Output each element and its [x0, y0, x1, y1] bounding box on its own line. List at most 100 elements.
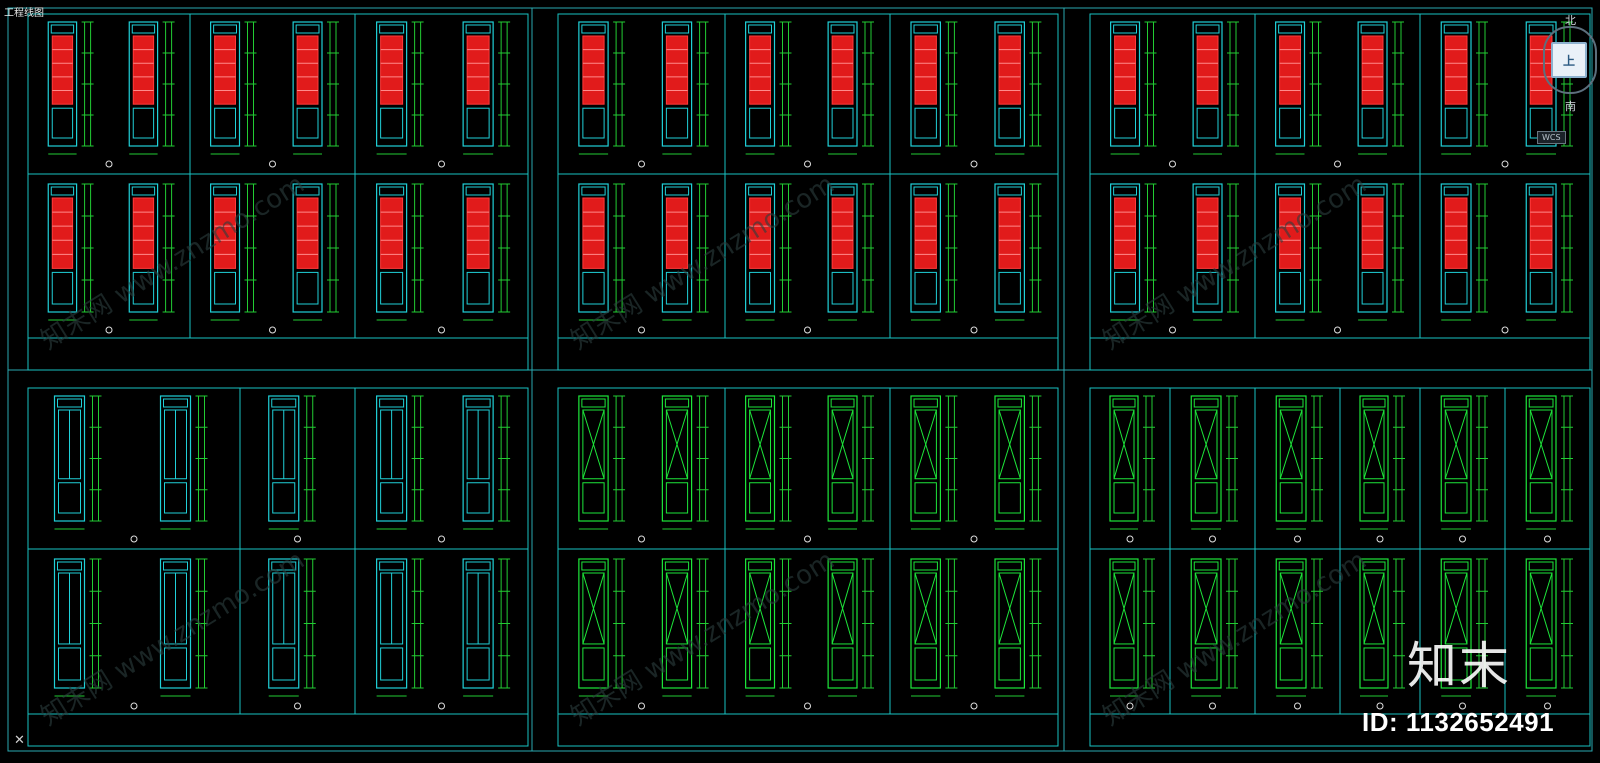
drawing-tab-label[interactable]: 工程线图	[4, 8, 44, 19]
door-top-rail	[1113, 186, 1137, 196]
door-bottom-panel	[272, 482, 296, 514]
lattice-panel-green	[1113, 409, 1135, 480]
lattice-panel-green	[914, 572, 937, 645]
door-bottom-panel	[58, 482, 81, 514]
lattice-diagonal	[749, 409, 771, 479]
door-bottom-panel	[380, 482, 404, 514]
door-bottom-panel	[1194, 647, 1218, 681]
viewcube-south-label[interactable]: 南	[1565, 100, 1576, 113]
door-bottom-panel	[380, 271, 404, 305]
door-top-rail	[213, 186, 237, 196]
door-bottom-panel	[914, 107, 937, 139]
door-top-rail	[1528, 561, 1554, 571]
section-callout-marker	[638, 326, 645, 334]
door-elevation-frame	[1110, 21, 1141, 147]
section-callout-marker	[804, 702, 811, 710]
door-elevation-frame	[376, 395, 408, 522]
viewcube-compass-ring[interactable]	[1543, 26, 1597, 94]
door-bottom-panel	[1114, 107, 1136, 139]
door-top-rail	[1528, 24, 1554, 34]
door-top-rail	[57, 561, 82, 571]
lattice-diagonal	[749, 572, 771, 645]
detail-panel-frame	[1089, 13, 1591, 371]
lattice-panel-red	[831, 35, 854, 105]
door-top-rail	[830, 186, 855, 196]
lattice-panel-red	[296, 35, 319, 105]
section-callout-marker	[638, 702, 645, 710]
lattice-panel-red	[51, 35, 74, 105]
door-top-rail	[1443, 561, 1469, 571]
door-elevation-frame	[1440, 395, 1472, 522]
detail-panel-frame	[27, 13, 529, 371]
door-elevation-frame	[827, 21, 858, 147]
door-bottom-panel	[132, 271, 155, 305]
door-bottom-panel	[380, 647, 404, 681]
section-callout-marker	[438, 535, 445, 543]
door-top-rail	[997, 398, 1022, 408]
door-bottom-panel	[1444, 647, 1468, 681]
door-elevation-frame	[210, 183, 241, 313]
lattice-panel-red	[214, 197, 236, 269]
lattice-panel-red	[1361, 197, 1384, 269]
door-bottom-panel	[51, 107, 74, 139]
section-callout-marker	[970, 160, 978, 168]
door-elevation-frame	[376, 183, 408, 313]
lattice-panel-green	[1363, 409, 1385, 480]
door-bottom-panel	[998, 482, 1021, 514]
lattice-panel-red	[296, 197, 319, 269]
door-bottom-panel	[1363, 482, 1385, 514]
detail-panel-frame	[27, 387, 529, 747]
viewcube-navigator[interactable]: 北 上 南 WCS	[1537, 6, 1599, 156]
lattice-panel-green	[749, 409, 771, 480]
section-callout-marker	[804, 326, 811, 334]
door-top-rail	[1528, 398, 1554, 408]
door-top-rail	[1362, 398, 1386, 408]
door-elevation-frame	[376, 21, 408, 147]
lattice-panel-red	[380, 197, 404, 269]
door-top-rail	[748, 186, 772, 196]
door-elevation-frame	[1192, 21, 1223, 147]
door-bottom-panel	[214, 271, 236, 305]
lattice-diagonal	[1194, 409, 1218, 479]
door-bottom-panel	[1113, 647, 1135, 681]
door-top-rail	[1112, 398, 1136, 408]
section-callout-marker	[294, 702, 301, 710]
lattice-diagonal	[998, 572, 1021, 645]
lattice-diagonal	[582, 409, 605, 479]
door-top-rail	[379, 561, 405, 571]
door-bottom-panel	[1279, 107, 1301, 139]
lattice-diagonal	[1113, 409, 1135, 479]
section-callout-marker	[1169, 326, 1176, 334]
door-bottom-panel	[466, 107, 490, 139]
image-id-label: ID: 1132652491	[1362, 707, 1555, 737]
door-top-rail	[1195, 186, 1220, 196]
door-top-rail	[1443, 186, 1469, 196]
door-top-rail	[131, 24, 156, 34]
door-bottom-panel	[1114, 271, 1136, 305]
door-elevation-frame	[745, 558, 776, 689]
lattice-diagonal	[998, 409, 1021, 479]
door-bottom-panel	[665, 482, 689, 514]
viewcube-top-face[interactable]: 上	[1551, 42, 1587, 78]
lattice-panel-green	[1279, 572, 1303, 645]
door-top-rail	[131, 186, 156, 196]
door-top-rail	[748, 24, 772, 34]
lattice-diagonal	[914, 572, 937, 645]
section-callout-marker	[438, 702, 445, 710]
lattice-panel-green	[665, 572, 689, 645]
door-elevation-frame	[1525, 183, 1557, 313]
viewcube-north-label[interactable]: 北	[1565, 14, 1576, 27]
door-top-rail	[50, 186, 75, 196]
door-bottom-panel	[132, 107, 155, 139]
lattice-panel-red	[914, 35, 937, 105]
door-bottom-panel	[1196, 271, 1219, 305]
close-icon[interactable]: ✕	[14, 733, 25, 748]
door-bottom-panel	[1444, 271, 1468, 305]
section-callout-marker	[638, 535, 645, 543]
lattice-panel-red	[1196, 35, 1219, 105]
wcs-menu-button[interactable]: WCS	[1537, 131, 1566, 144]
door-bottom-panel	[296, 107, 319, 139]
section-callout-marker	[294, 535, 301, 543]
section-callout-marker	[1376, 535, 1384, 543]
